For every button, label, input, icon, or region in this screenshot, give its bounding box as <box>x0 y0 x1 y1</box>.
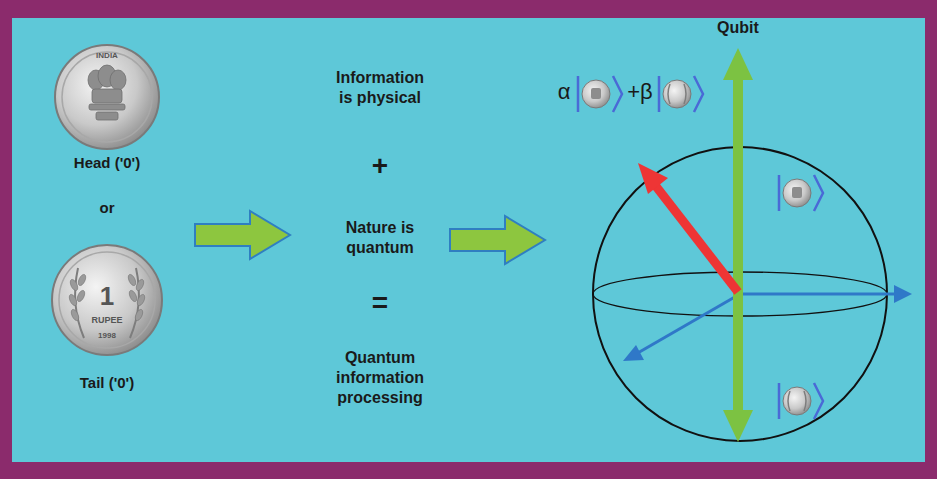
premise-text: Information is physical <box>330 68 430 108</box>
coin-caption: Tail ('0') <box>80 374 134 393</box>
ket-superposition <box>578 76 823 419</box>
ket-coin <box>582 80 811 415</box>
premise-text: Nature is quantum <box>330 218 430 258</box>
amplitude-symbol: +β <box>627 78 653 106</box>
coin-inscription: RUPEE <box>91 315 122 326</box>
result-text: Quantum information processing <box>330 348 430 408</box>
coin-inscription: INDIA <box>96 51 118 61</box>
axis-title: Qubit <box>717 18 759 38</box>
operator-symbol: = <box>372 285 388 320</box>
amplitude-symbol: α <box>558 78 571 106</box>
block-arrow <box>450 216 545 264</box>
operator-symbol: + <box>372 148 388 183</box>
bloch-sphere <box>593 48 912 442</box>
coin-inscription: 1 <box>100 280 114 313</box>
panel-ground <box>12 18 925 462</box>
head-coin <box>55 45 159 149</box>
coin-inscription: 1998 <box>98 331 116 341</box>
connective-word: or <box>100 199 115 218</box>
block-arrow <box>195 211 290 259</box>
tail-coin <box>52 245 162 355</box>
coin-caption: Head ('0') <box>74 154 140 173</box>
